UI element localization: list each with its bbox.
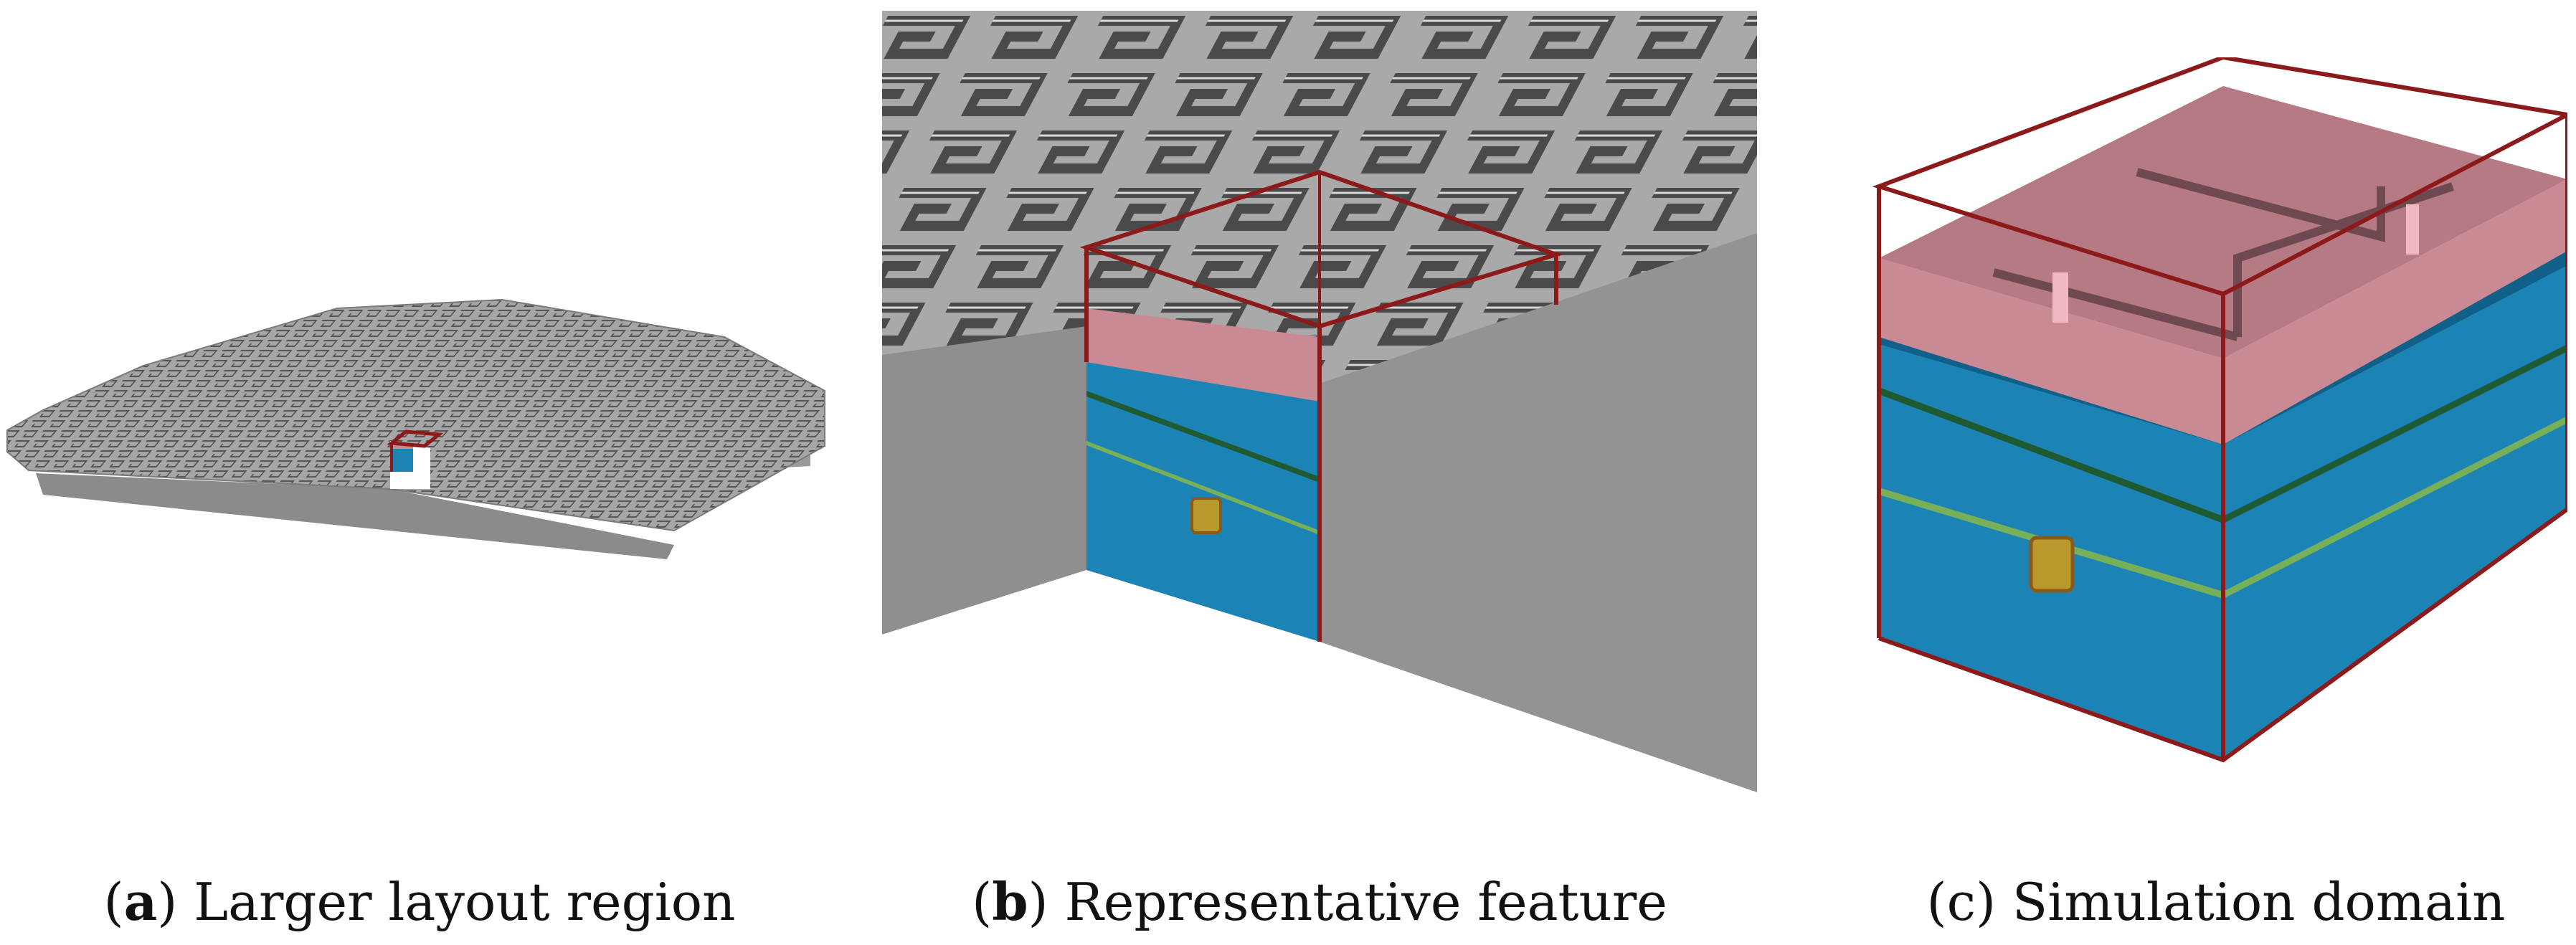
panel-b-representative-feature — [882, 11, 1757, 792]
feature-outline-red — [387, 429, 444, 448]
resist-highlight-2 — [2406, 204, 2419, 255]
caption-c: (c) Simulation domain — [1926, 872, 2506, 932]
region-front-step — [36, 473, 674, 559]
caption-b: (b) Representative feature — [972, 871, 1667, 932]
feature-block-blue — [392, 446, 413, 472]
caption-c-text: Simulation domain — [2012, 872, 2506, 932]
caption-a-letter: a — [123, 871, 158, 932]
domain-inclusion-gold — [2029, 536, 2075, 593]
block-resist-pink — [1086, 308, 1320, 402]
simulation-domain-render — [1872, 57, 2567, 763]
right-cut-wall — [1320, 233, 1757, 792]
caption-a-text: Larger layout region — [194, 872, 736, 932]
stripe-light-green — [1086, 441, 1320, 535]
left-cut-wall — [882, 326, 1086, 635]
caption-c-letter: c — [1946, 872, 1976, 932]
caption-b-letter: b — [992, 871, 1028, 932]
layout-region-render — [6, 298, 825, 559]
caption-a: (a) Larger layout region — [103, 871, 736, 932]
representative-feature-render — [882, 11, 1757, 792]
panel-a-larger-layout-region — [0, 258, 846, 559]
domain-outline-bottom — [1877, 507, 2567, 763]
region-top-surface — [6, 298, 825, 532]
caption-b-text: Representative feature — [1064, 872, 1667, 932]
resist-highlight-1 — [2052, 272, 2068, 323]
stripe-dark-green — [1086, 391, 1320, 483]
resist-front-right — [2223, 179, 2567, 445]
feature-block-pink — [392, 443, 413, 449]
inclusion-gold — [1190, 497, 1222, 534]
panel-c-simulation-domain — [1865, 57, 2567, 774]
resist-front-left — [1879, 258, 2223, 445]
domain-outline-top — [1872, 57, 2567, 297]
